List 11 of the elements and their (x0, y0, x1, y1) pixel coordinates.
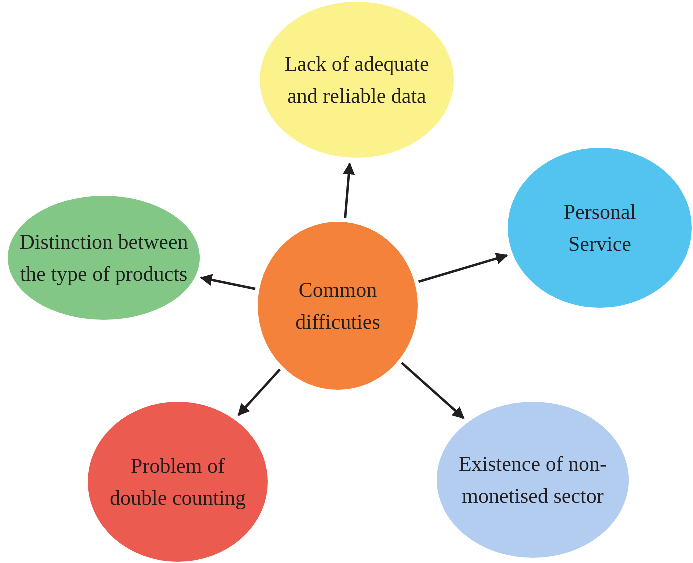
node-text: Personal Service (562, 199, 638, 258)
arrow (238, 368, 281, 416)
arrow (200, 274, 256, 290)
node-text: Existence of non-monetised sector (458, 451, 608, 510)
arrow (401, 362, 465, 420)
node-text: Lack of adequate and reliable data (284, 51, 430, 110)
arrow (418, 252, 508, 284)
node-text: Problem of double counting (109, 453, 247, 512)
node-text: Distinction between the type of products (18, 229, 190, 288)
node-text: Common difficuties (294, 277, 382, 336)
arrow (343, 162, 356, 218)
